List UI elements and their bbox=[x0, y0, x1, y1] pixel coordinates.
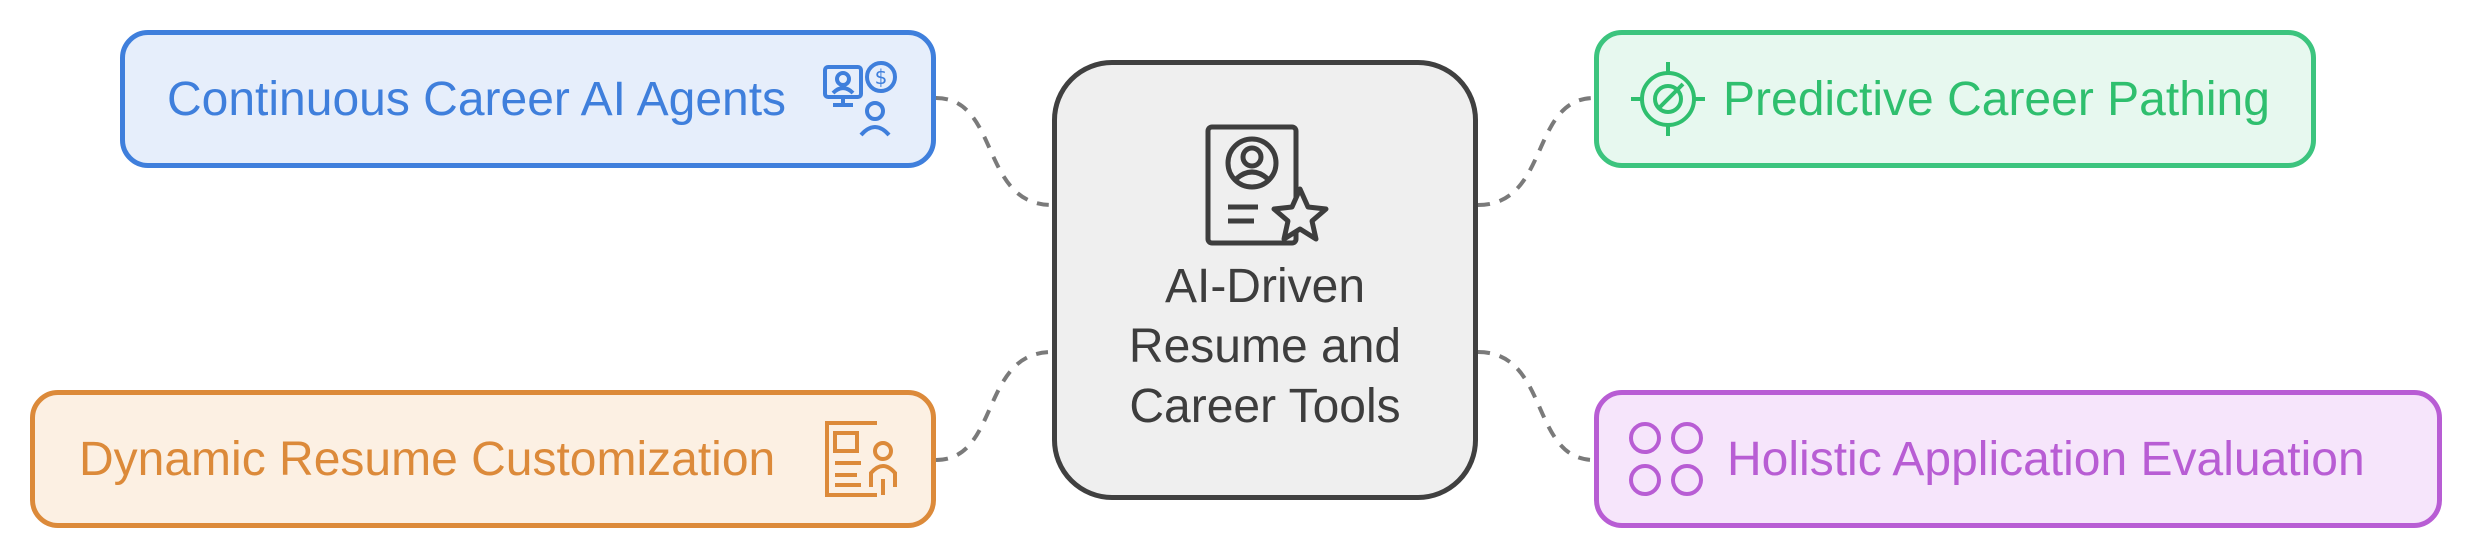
connector-top-right bbox=[1477, 96, 1595, 207]
center-line-3: Career Tools bbox=[1129, 380, 1401, 433]
node-continuous-career-ai-agents: Continuous Career AI Agents $ bbox=[120, 30, 936, 168]
node-label: Continuous Career AI Agents bbox=[167, 72, 787, 126]
svg-text:$: $ bbox=[875, 65, 888, 89]
central-topic-node: AI-Driven Resume and Career Tools bbox=[1052, 60, 1478, 500]
career-ai-agents-icon: $ bbox=[821, 59, 901, 139]
center-line-2: Resume and bbox=[1128, 320, 1402, 373]
connector-top-left bbox=[935, 96, 1053, 207]
central-topic-text: AI-Driven Resume and Career Tools bbox=[1129, 257, 1401, 437]
node-holistic-application-evaluation: Holistic Application Evaluation bbox=[1594, 390, 2442, 528]
target-icon bbox=[1629, 60, 1707, 138]
node-dynamic-resume-customization: Dynamic Resume Customization bbox=[30, 390, 936, 528]
resume-star-icon bbox=[1200, 121, 1330, 251]
four-circles-icon bbox=[1625, 418, 1707, 500]
node-label: Predictive Career Pathing bbox=[1723, 72, 2270, 126]
node-predictive-career-pathing: Predictive Career Pathing bbox=[1594, 30, 2316, 168]
resume-profile-icon bbox=[821, 417, 901, 501]
center-line-1: AI-Driven bbox=[1164, 260, 1366, 313]
node-label: Holistic Application Evaluation bbox=[1727, 432, 2365, 486]
connector-bottom-right bbox=[1477, 350, 1595, 462]
node-label: Dynamic Resume Customization bbox=[79, 432, 776, 486]
connector-bottom-left bbox=[935, 350, 1053, 462]
